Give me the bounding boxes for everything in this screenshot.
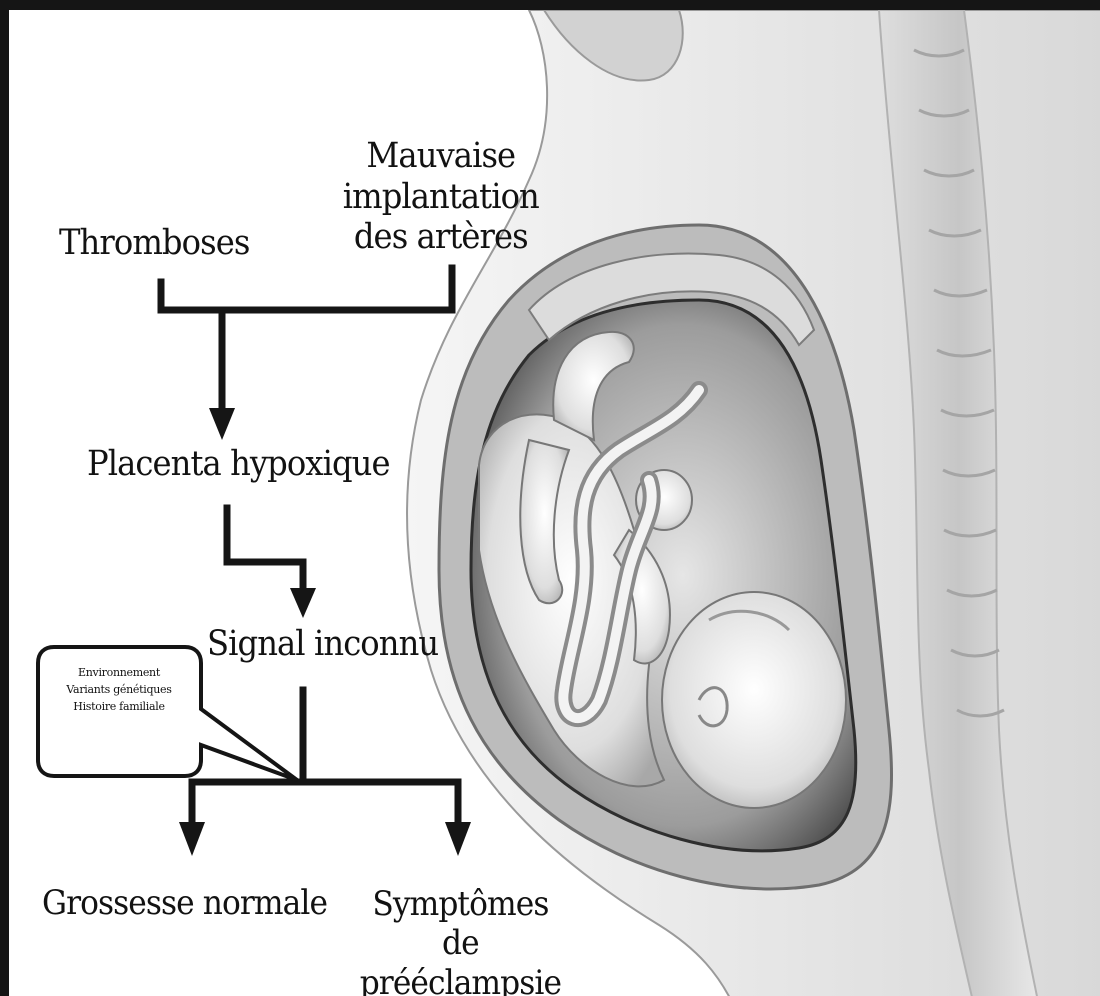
arrowhead-normal [179,822,205,856]
fetus-head [662,592,846,808]
merge-bracket [161,268,452,310]
callout-line-histoire: Histoire familiale [44,698,194,715]
callout-text: Environnement Variants génétiques Histoi… [44,664,194,715]
node-thromboses: Thromboses [59,223,249,264]
arrowhead-symptoms [445,822,471,856]
callout-line-variants: Variants génétiques [44,681,194,698]
node-grossesse-normale: Grossesse normale [42,884,327,923]
node-symptomes-preeclampsie: Symptômes de prééclampsie [350,885,571,996]
node-placenta-hypoxique: Placenta hypoxique [87,444,390,485]
node-mauvaise-implantation: Mauvaise implantation des artères [289,136,593,258]
node-signal-inconnu: Signal inconnu [207,624,438,665]
callout-line-environnement: Environnement [44,664,194,681]
arrowhead-signal [290,588,316,618]
arrowhead-placenta [209,408,235,440]
elbow-connector [227,508,303,590]
